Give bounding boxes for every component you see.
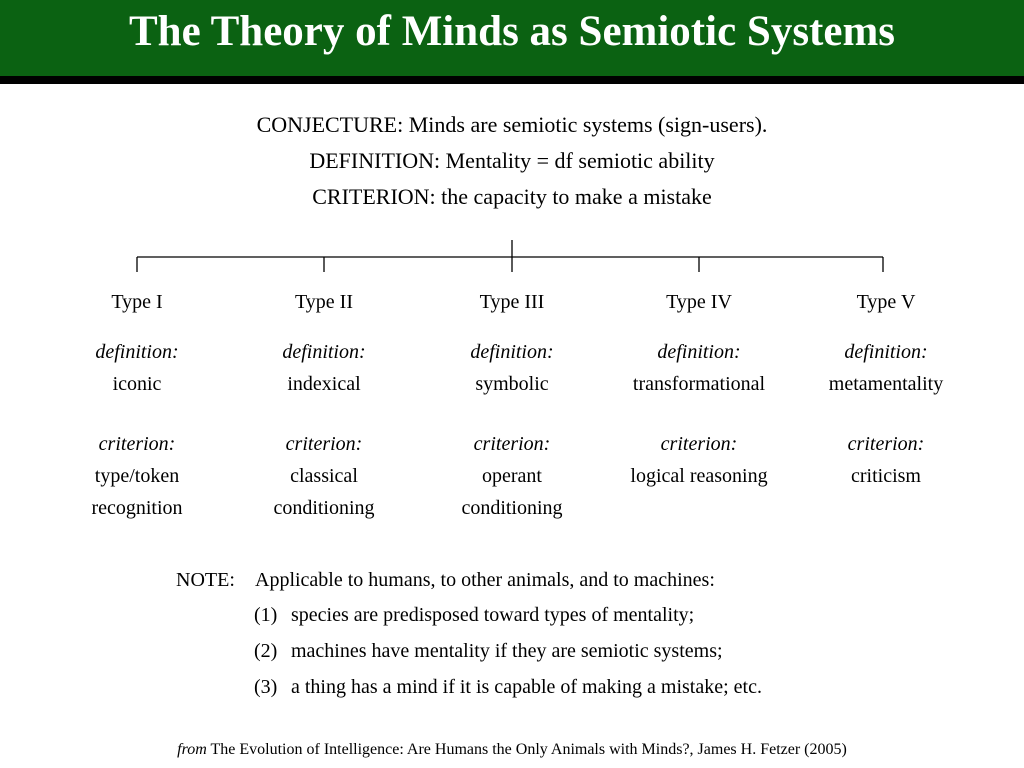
- citation-from: from: [177, 741, 207, 758]
- note-item-number: (2): [254, 640, 278, 662]
- title-bar: [0, 0, 1024, 76]
- type-label: Type V: [856, 291, 916, 313]
- type-column-5: Type V definition: metamentality criteri…: [786, 286, 986, 492]
- note-item-number: (1): [254, 604, 278, 626]
- definition-statement: DEFINITION: Mentality = df semiotic abil…: [309, 148, 715, 173]
- note-item-text: a thing has a mind if it is capable of m…: [291, 676, 762, 698]
- criterion-label: criterion:: [285, 433, 363, 455]
- criterion-value-line-2: conditioning: [461, 497, 563, 519]
- conjecture-statement: CONJECTURE: Minds are semiotic systems (…: [256, 112, 768, 137]
- type-label: Type II: [294, 291, 354, 313]
- criterion-label: criterion:: [660, 433, 738, 455]
- note-intro: Applicable to humans, to other animals, …: [255, 569, 715, 591]
- criterion-label: criterion:: [847, 433, 925, 455]
- citation-source: The Evolution of Intelligence: Are Human…: [210, 741, 847, 758]
- definition-label: definition:: [470, 341, 554, 363]
- criterion-value-line-1: type/token: [94, 465, 180, 487]
- note-label: NOTE:: [176, 569, 235, 591]
- definition-value: metamentality: [828, 373, 944, 395]
- criterion-statement: CRITERION: the capacity to make a mistak…: [312, 184, 712, 209]
- criterion-value-line-2: conditioning: [273, 497, 375, 519]
- type-column-1: Type I definition: iconic criterion: typ…: [37, 286, 237, 524]
- definition-label: definition:: [657, 341, 741, 363]
- note-item-number: (3): [254, 676, 278, 698]
- type-column-4: Type IV definition: transformational cri…: [599, 286, 799, 492]
- criterion-value-line-1: criticism: [851, 465, 921, 487]
- note-item-text: machines have mentality if they are semi…: [291, 640, 723, 662]
- definition-value: iconic: [112, 373, 162, 395]
- type-label: Type I: [111, 291, 163, 313]
- title-divider: [0, 76, 1024, 84]
- definition-value: symbolic: [475, 373, 549, 395]
- note-item-text: species are predisposed toward types of …: [291, 604, 695, 626]
- citation: from The Evolution of Intelligence: Are …: [0, 740, 1024, 760]
- page-title: The Theory of Minds as Semiotic Systems: [128, 8, 896, 55]
- definition-label: definition:: [282, 341, 366, 363]
- type-label: Type III: [479, 291, 545, 313]
- type-column-3: Type III definition: symbolic criterion:…: [412, 286, 612, 524]
- criterion-label: criterion:: [98, 433, 176, 455]
- criterion-label: criterion:: [473, 433, 551, 455]
- tree-connector: [136, 240, 884, 272]
- criterion-value-line-1: logical reasoning: [630, 465, 768, 487]
- definition-label: definition:: [95, 341, 179, 363]
- definition-label: definition:: [844, 341, 928, 363]
- type-label: Type IV: [666, 291, 732, 313]
- criterion-value-line-2: recognition: [91, 497, 183, 519]
- criterion-value-line-1: classical: [290, 465, 358, 487]
- definition-value: transformational: [632, 373, 766, 395]
- criterion-value-line-1: operant: [482, 465, 542, 487]
- type-column-2: Type II definition: indexical criterion:…: [224, 286, 424, 524]
- definition-value: indexical: [287, 373, 361, 395]
